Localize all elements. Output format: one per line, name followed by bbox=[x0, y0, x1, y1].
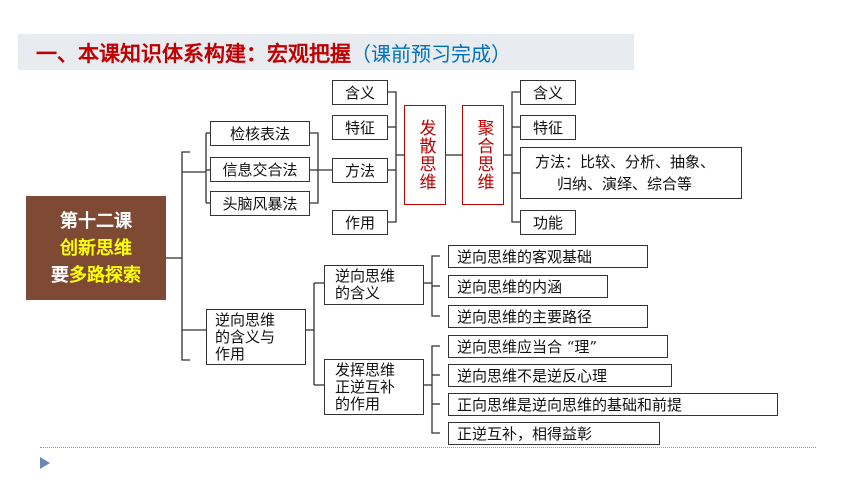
role-item-complement: 正逆互补，相得益彰 bbox=[448, 422, 660, 445]
title-main: 一、本课知识体系构建：宏观把握 bbox=[36, 42, 351, 66]
conv-feature: 特征 bbox=[520, 115, 576, 140]
conv-meaning: 含义 bbox=[520, 80, 576, 105]
aspect-meaning: 含义 bbox=[332, 80, 388, 105]
reverse-meaning-line1: 逆向思维 bbox=[335, 267, 396, 285]
reverse-meaning-line2: 的含义 bbox=[335, 284, 381, 302]
title-bar bbox=[18, 34, 634, 70]
meaning-item-basis: 逆向思维的客观基础 bbox=[448, 245, 648, 268]
aspect-feature: 特征 bbox=[332, 115, 388, 140]
method-brainstorm: 头脑风暴法 bbox=[210, 191, 310, 216]
lesson-subtitle-rest: 多路探索 bbox=[69, 264, 141, 286]
reverse-role-line3: 的作用 bbox=[335, 394, 381, 413]
lesson-title-box: 第十二课 创新思维 要多路探索 bbox=[26, 196, 166, 300]
conv-method-line1: 方法：比较、分析、抽象、 bbox=[535, 153, 716, 171]
reverse-root-line2: 的含义与 bbox=[215, 327, 276, 346]
role-item-not-rebellion: 逆向思维不是逆反心理 bbox=[448, 364, 672, 387]
convergent-thinking-box: 聚合思维 bbox=[462, 105, 504, 205]
role-item-reason: 逆向思维应当合 “理” bbox=[448, 335, 668, 358]
conv-function: 功能 bbox=[520, 210, 576, 235]
conv-method-line2: 归纳、演绎、综合等 bbox=[557, 175, 693, 193]
reverse-root-line1: 逆向思维 bbox=[215, 310, 276, 329]
reverse-meaning-box: 逆向思维 的含义 bbox=[324, 265, 424, 305]
aspect-function: 作用 bbox=[332, 210, 388, 235]
reverse-role-line2: 正逆互补 bbox=[335, 377, 396, 396]
reverse-role-box: 发挥思维 正逆互补 的作用 bbox=[324, 359, 424, 415]
lesson-topic: 创新思维 bbox=[60, 237, 132, 259]
divergent-thinking-box: 发散思维 bbox=[404, 105, 446, 205]
convergent-thinking-label: 聚合思维 bbox=[473, 119, 494, 191]
conv-method: 方法：比较、分析、抽象、 归纳、演绎、综合等 bbox=[520, 147, 742, 199]
meaning-item-path: 逆向思维的主要路径 bbox=[448, 305, 648, 328]
title-sub: （课前预习完成） bbox=[351, 42, 511, 66]
page-title: 一、本课知识体系构建：宏观把握（课前预习完成） bbox=[36, 38, 511, 68]
method-info-cross: 信息交合法 bbox=[210, 157, 310, 182]
footer-divider bbox=[40, 447, 816, 448]
role-item-foundation: 正向思维是逆向思维的基础和前提 bbox=[448, 393, 778, 416]
lesson-subtitle-prefix: 要 bbox=[51, 264, 69, 286]
method-checklist: 检核表法 bbox=[210, 121, 310, 146]
reverse-root-box: 逆向思维 的含义与 作用 bbox=[206, 309, 306, 365]
play-arrow-icon[interactable] bbox=[40, 457, 50, 469]
aspect-method: 方法 bbox=[332, 158, 388, 183]
divergent-thinking-label: 发散思维 bbox=[415, 119, 436, 191]
reverse-root-line3: 作用 bbox=[215, 344, 246, 363]
lesson-number: 第十二课 bbox=[60, 210, 132, 232]
lesson-subtitle: 要多路探索 bbox=[51, 262, 141, 289]
meaning-item-connotation: 逆向思维的内涵 bbox=[448, 275, 608, 298]
reverse-role-line1: 发挥思维 bbox=[335, 360, 396, 379]
